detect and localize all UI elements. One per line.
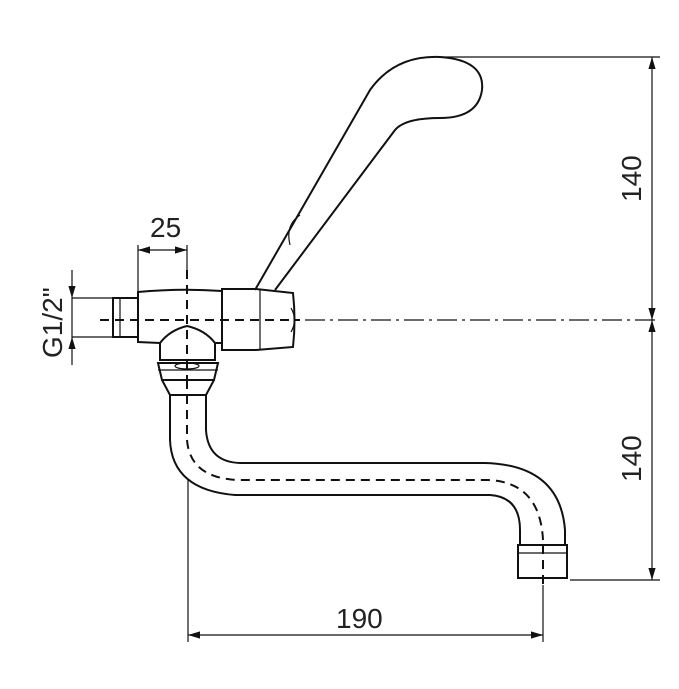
dim-spout-reach: 190 xyxy=(336,603,383,634)
dim-body-offset: 25 xyxy=(150,212,181,243)
valve-body xyxy=(112,288,296,396)
dimension-lines xyxy=(68,56,660,642)
dim-spout-drop: 140 xyxy=(616,435,647,482)
dim-handle-height: 140 xyxy=(616,155,647,202)
spout xyxy=(169,380,568,579)
dim-thread-size: G1/2" xyxy=(37,287,68,358)
lever-handle xyxy=(254,55,484,291)
